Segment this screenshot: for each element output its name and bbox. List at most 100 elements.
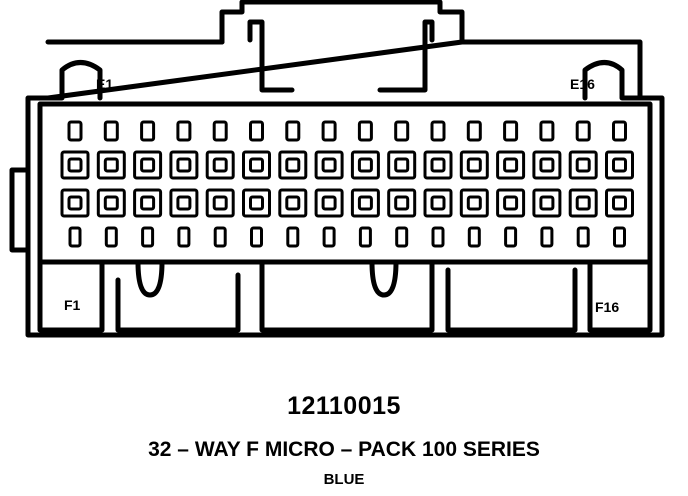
cavity-slot-bottom bbox=[141, 226, 155, 248]
cavity-square-inner bbox=[394, 157, 410, 173]
key-notch-left bbox=[135, 259, 165, 298]
left-ear bbox=[45, 60, 103, 101]
cavity-slot-bottom bbox=[322, 226, 336, 248]
cavity-slot-top bbox=[176, 120, 192, 142]
connector-color: BLUE bbox=[323, 471, 365, 488]
cavity-square-inner bbox=[176, 195, 192, 211]
side-latch bbox=[9, 167, 31, 253]
cavity-square bbox=[314, 150, 344, 180]
cavity-square bbox=[496, 188, 526, 218]
cavity-slot-bottom bbox=[213, 226, 227, 248]
cavity-square-inner bbox=[140, 195, 156, 211]
cavity-square-inner bbox=[249, 157, 264, 173]
cavity-square bbox=[605, 188, 634, 218]
cavity-slot-top bbox=[612, 120, 627, 142]
cavity-square-inner bbox=[357, 157, 373, 173]
cavity-square bbox=[278, 150, 308, 180]
cavity-square-inner bbox=[430, 195, 446, 211]
cavity-square-inner bbox=[285, 157, 301, 173]
cavity-slot-top bbox=[140, 120, 156, 142]
pin-label-f16: F16 bbox=[595, 299, 620, 315]
cavity-square-inner bbox=[430, 157, 446, 173]
cavity-grid bbox=[60, 120, 634, 248]
bottom-pocket-right bbox=[587, 259, 653, 333]
cavity-slot-bottom bbox=[613, 226, 626, 248]
cavity-square bbox=[205, 150, 235, 180]
part-number: 12110015 bbox=[287, 392, 401, 420]
cavity-square-inner bbox=[612, 157, 627, 173]
cavity-square bbox=[568, 150, 598, 180]
key-notch-right bbox=[369, 259, 399, 298]
cavity-square bbox=[242, 188, 271, 218]
cavity-square-inner bbox=[321, 157, 337, 173]
locking-tab bbox=[219, 0, 465, 45]
cavity-slot-top bbox=[285, 120, 301, 142]
cavity-square bbox=[60, 150, 90, 180]
cavity-square-inner bbox=[140, 157, 156, 173]
cavity-square bbox=[496, 150, 526, 180]
cavity-square bbox=[568, 188, 598, 218]
cavity-square-inner bbox=[103, 195, 119, 211]
cavity-square bbox=[350, 188, 380, 218]
cavity-slot-bottom bbox=[286, 226, 300, 248]
cavity-slot-top bbox=[321, 120, 337, 142]
locking-tab-inner bbox=[247, 19, 435, 93]
cavity-square-inner bbox=[503, 195, 519, 211]
pin-label-e16: E16 bbox=[570, 76, 595, 92]
cavity-square bbox=[205, 188, 235, 218]
cavity-square-inner bbox=[466, 195, 482, 211]
cavity-square-inner bbox=[575, 195, 591, 211]
cavity-square bbox=[423, 188, 453, 218]
cavity-square-inner bbox=[539, 195, 555, 211]
cavity-square bbox=[278, 188, 308, 218]
cavity-square-inner bbox=[212, 195, 228, 211]
cavity-slot-bottom bbox=[467, 226, 481, 248]
cavity-square-inner bbox=[357, 195, 373, 211]
pin-label-e1: E1 bbox=[96, 76, 114, 92]
cavity-slot-top bbox=[249, 120, 264, 142]
cavity-square bbox=[605, 150, 634, 180]
cavity-square bbox=[242, 150, 271, 180]
cavity-square bbox=[96, 150, 126, 180]
cavity-slot-top bbox=[212, 120, 228, 142]
cavity-slot-top bbox=[67, 120, 83, 142]
cavity-square bbox=[169, 188, 199, 218]
cavity-square-inner bbox=[321, 195, 337, 211]
cavity-slot-top bbox=[103, 120, 119, 142]
connector-diagram bbox=[9, 0, 665, 338]
cavity-slot-bottom bbox=[395, 226, 409, 248]
connector-face bbox=[37, 101, 653, 265]
right-ear bbox=[582, 60, 643, 101]
cavity-square bbox=[387, 188, 417, 218]
cavity-square-inner bbox=[394, 195, 410, 211]
cavity-slot-bottom bbox=[250, 226, 263, 248]
cavity-square bbox=[133, 188, 163, 218]
cavity-square bbox=[532, 188, 562, 218]
cavity-square bbox=[133, 150, 163, 180]
cavity-square bbox=[459, 150, 489, 180]
cavity-slot-bottom bbox=[431, 226, 445, 248]
cavity-slot-bottom bbox=[576, 226, 590, 248]
bottom-pocket-2 bbox=[115, 272, 241, 333]
cavity-square bbox=[387, 150, 417, 180]
cavity-slot-top bbox=[394, 120, 410, 142]
cavity-square bbox=[459, 188, 489, 218]
cavity-square bbox=[350, 150, 380, 180]
cavity-square bbox=[169, 150, 199, 180]
cavity-slot-top bbox=[539, 120, 555, 142]
cavity-square-inner bbox=[575, 157, 591, 173]
bottom-pocket-4 bbox=[445, 267, 578, 333]
cavity-slot-bottom bbox=[104, 226, 118, 248]
cavity-square-inner bbox=[212, 157, 228, 173]
cavity-slot-bottom bbox=[68, 226, 82, 248]
cavity-square bbox=[96, 188, 126, 218]
cavity-slot-top bbox=[503, 120, 519, 142]
bottom-pocket-3 bbox=[259, 259, 435, 333]
cavity-square-inner bbox=[612, 195, 627, 211]
cavity-square bbox=[532, 150, 562, 180]
cavity-slot-bottom bbox=[540, 226, 554, 248]
cavity-slot-top bbox=[575, 120, 591, 142]
cavity-square-inner bbox=[67, 157, 83, 173]
cavity-square bbox=[60, 188, 90, 218]
cavity-square-inner bbox=[503, 157, 519, 173]
